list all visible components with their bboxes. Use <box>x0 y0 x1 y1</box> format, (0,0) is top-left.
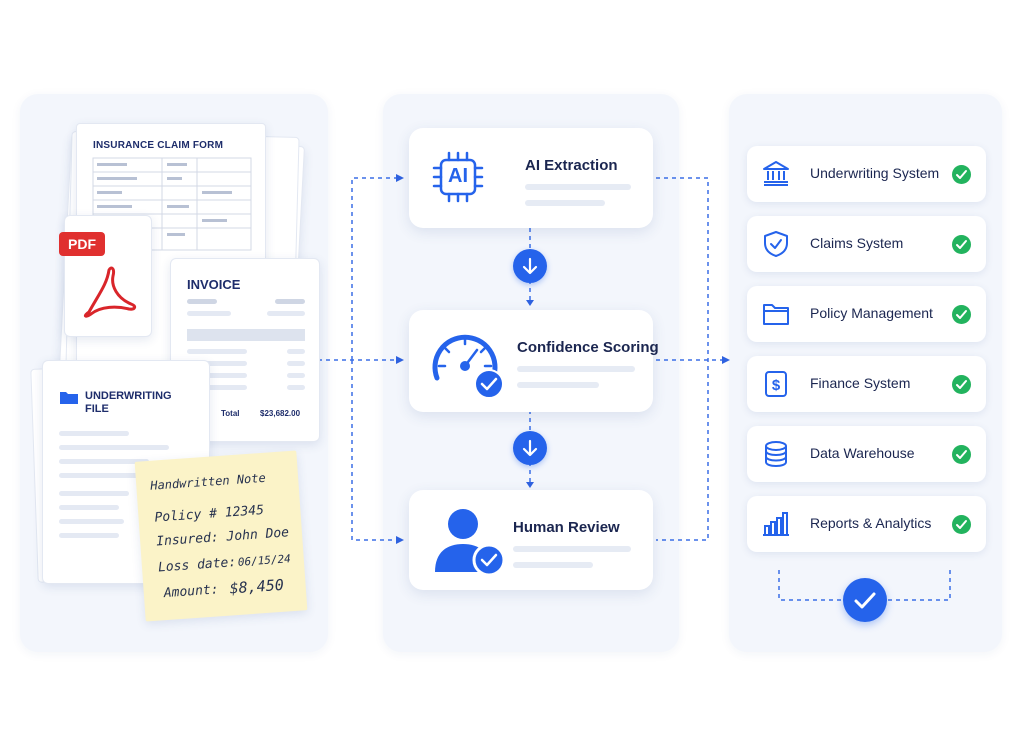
system-label: Data Warehouse <box>810 445 915 461</box>
system-label: Finance System <box>810 375 911 391</box>
acrobat-icon <box>83 266 137 318</box>
system-label: Reports & Analytics <box>810 515 932 531</box>
note-policy: Policy # 12345 <box>154 502 265 526</box>
system-label: Underwriting System <box>810 165 940 181</box>
folder-icon <box>763 304 789 325</box>
system-finance: $ Finance System <box>747 356 986 412</box>
step-title: Confidence Scoring <box>517 339 659 356</box>
step-title: Human Review <box>513 519 620 536</box>
database-icon <box>765 441 787 468</box>
final-check-icon <box>843 578 887 622</box>
ai-chip-icon: AI <box>431 150 485 204</box>
folder-icon <box>60 392 78 404</box>
underwriting-title-line2: FILE <box>85 403 109 415</box>
arrow-down-icon <box>513 249 547 283</box>
system-reports-analytics: Reports & Analytics <box>747 496 986 552</box>
step-title: AI Extraction <box>525 157 618 174</box>
invoice-title: INVOICE <box>187 277 241 292</box>
system-claims: Claims System <box>747 216 986 272</box>
step-ai-extraction: AI AI Extraction <box>409 128 653 228</box>
handwritten-note: Handwritten Note Policy # 12345 Insured:… <box>134 450 308 622</box>
bar-chart-icon <box>763 512 789 536</box>
person-check-icon <box>435 509 506 577</box>
system-label: Claims System <box>810 235 904 251</box>
step-confidence-scoring: Confidence Scoring <box>409 310 659 412</box>
note-loss-date-label: Loss date: <box>157 555 237 576</box>
claim-form-title: INSURANCE CLAIM FORM <box>93 140 224 151</box>
dollar-icon: $ <box>765 371 787 397</box>
pdf-badge: PDF <box>59 232 105 256</box>
gauge-icon <box>432 334 504 399</box>
check-icon <box>952 375 971 394</box>
note-title: Handwritten Note <box>149 470 267 493</box>
system-underwriting: Underwriting System <box>747 146 986 202</box>
system-data-warehouse: Data Warehouse <box>747 426 986 482</box>
underwriting-title-line1: UNDERWRITING <box>85 390 172 402</box>
note-insured: Insured: John Doe <box>155 525 290 550</box>
check-icon <box>952 305 971 324</box>
invoice-total-label: Total <box>221 409 240 418</box>
ai-chip-label: AI <box>448 165 468 187</box>
check-icon <box>952 515 971 534</box>
step-human-review: Human Review <box>409 490 653 590</box>
bank-icon <box>763 161 789 186</box>
shield-check-icon <box>764 231 788 257</box>
pdf-document: PDF <box>59 215 152 337</box>
note-amount-label: Amount: <box>163 582 220 602</box>
note-loss-date-value: 06/15/24 <box>237 552 292 569</box>
svg-text:$: $ <box>772 377 781 394</box>
check-icon <box>952 235 971 254</box>
system-label: Policy Management <box>810 305 933 321</box>
invoice-total-value: $23,682.00 <box>260 409 301 418</box>
check-icon <box>952 445 971 464</box>
arrow-down-icon <box>513 431 547 465</box>
system-policy-management: Policy Management <box>747 286 986 342</box>
check-icon <box>952 165 971 184</box>
note-amount-value: $8,450 <box>229 575 285 598</box>
